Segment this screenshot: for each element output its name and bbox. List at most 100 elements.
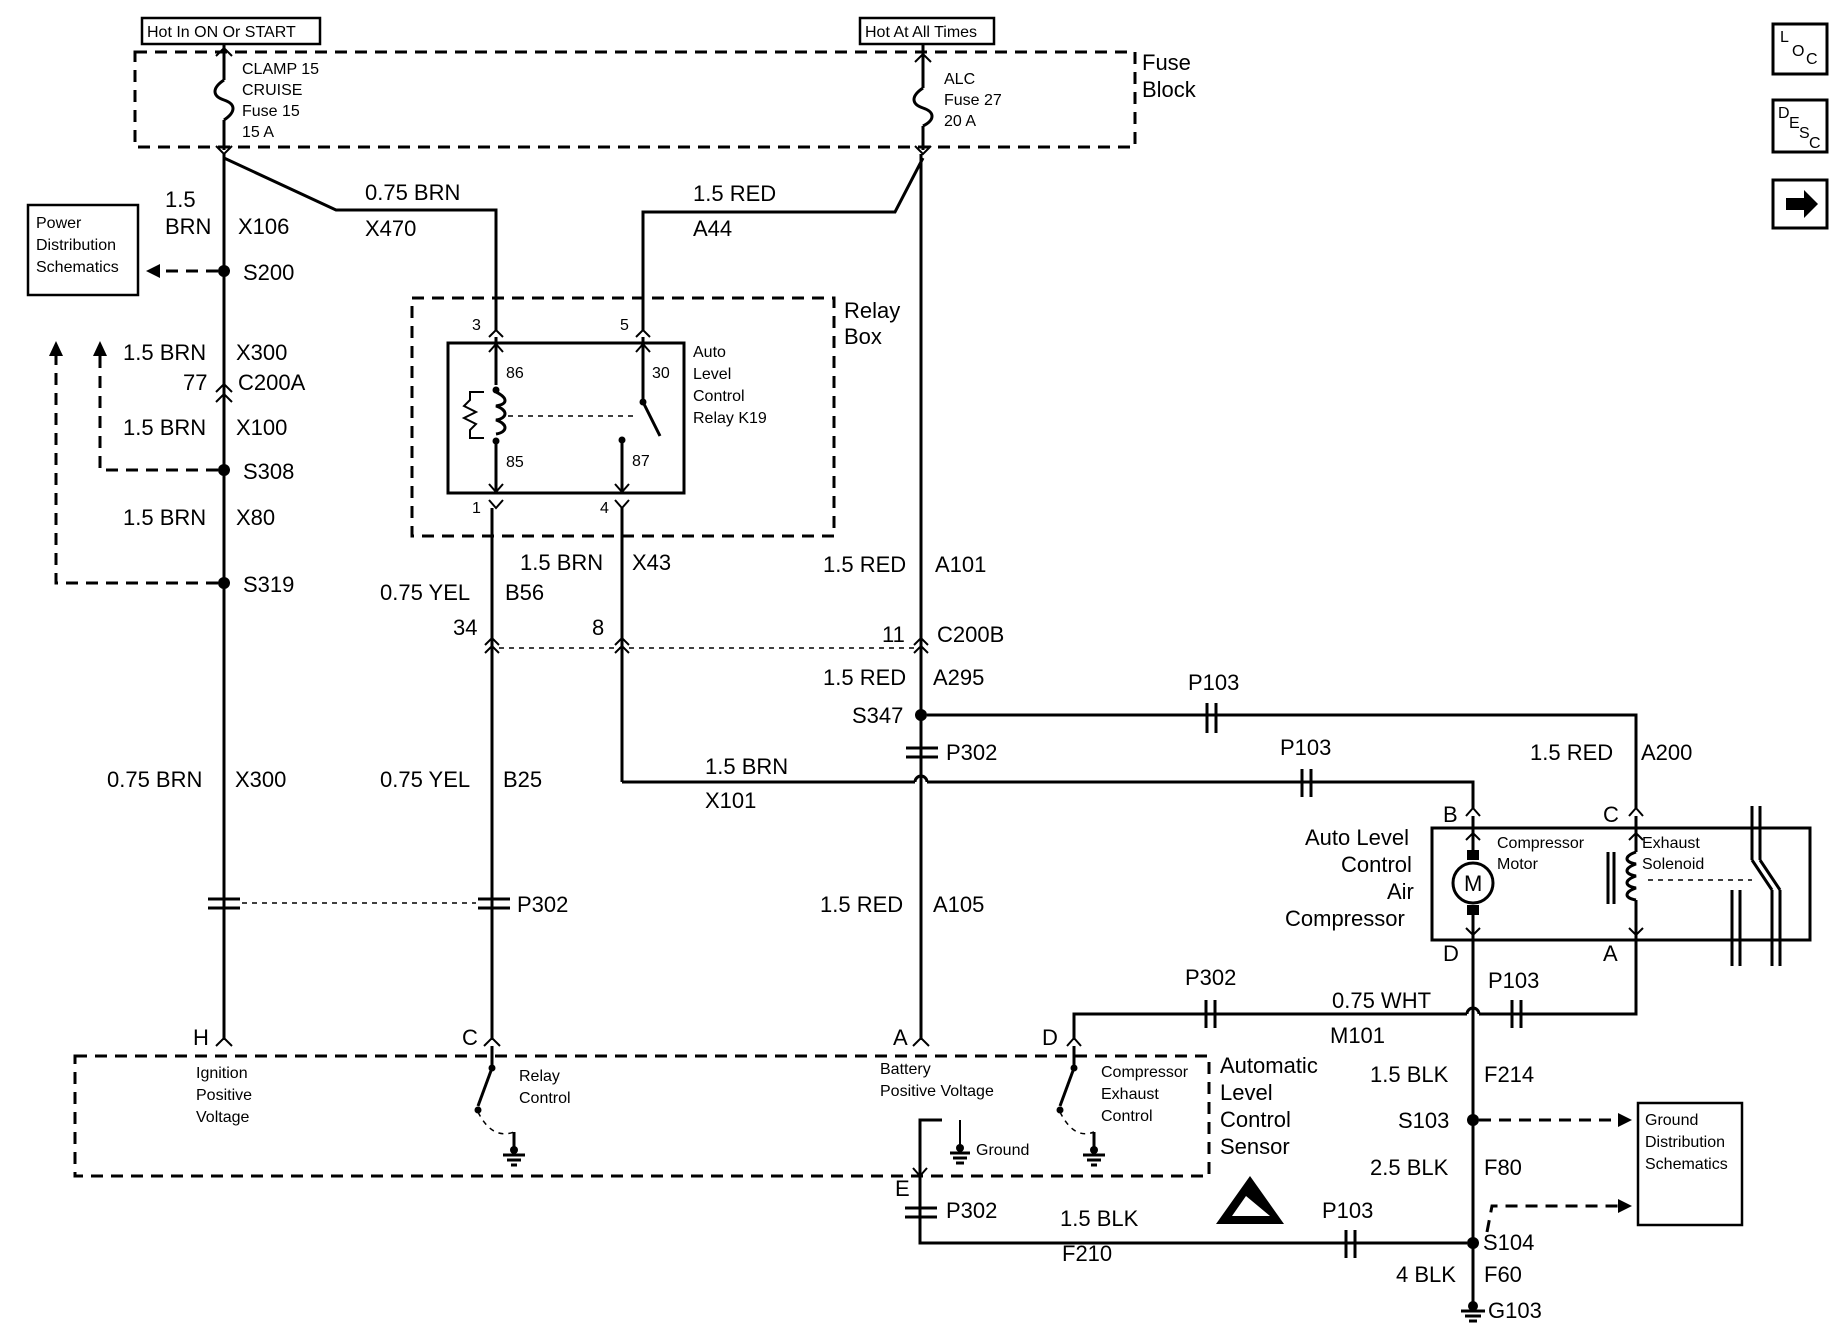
wire-blk-f210 <box>918 1240 1467 1245</box>
compressor-pin-c: C <box>1603 802 1619 827</box>
compressor-title-4: Compressor <box>1285 906 1405 931</box>
fuse-15 <box>213 44 235 156</box>
relay-pin-5-connector <box>635 328 651 338</box>
inline-p302-mid-label: P302 <box>946 740 997 765</box>
splice-s200 <box>218 265 230 277</box>
desc-button[interactable]: D E S C <box>1771 98 1829 154</box>
wire-0-75-wht: 0.75 WHT <box>1332 988 1431 1013</box>
solenoid-label-1: Exhaust <box>1642 835 1700 852</box>
sensor-pin-a: A <box>893 1025 908 1050</box>
pin-c-connector <box>483 1036 501 1047</box>
pin-34: 34 <box>453 615 477 640</box>
loc-button[interactable]: L O C <box>1771 22 1829 76</box>
pin-a-connector <box>912 1036 930 1047</box>
compressor-pin-a: A <box>1603 941 1618 966</box>
battery-line2: Positive Voltage <box>880 1083 994 1100</box>
relay-name-3: Control <box>693 388 745 405</box>
s103-arrow <box>1618 1113 1632 1127</box>
compressor-title-3: Air <box>1387 879 1414 904</box>
compressor-pin-b-connector <box>1465 806 1481 817</box>
relay-pin-3: 3 <box>472 317 481 334</box>
loc-letter-o: O <box>1792 43 1804 60</box>
wire-1-5-red-a105: 1.5 RED <box>820 892 903 917</box>
relay-name-4: Relay K19 <box>693 410 767 427</box>
fuse15-line2: CRUISE <box>242 82 302 99</box>
inline-p302-left-b <box>478 897 510 910</box>
inline-p103-top <box>1205 703 1218 733</box>
pin-8: 8 <box>592 615 604 640</box>
sensor-title-2: Level <box>1220 1080 1273 1105</box>
battery-line1: Battery <box>880 1061 931 1078</box>
c200b-connector-8 <box>614 636 630 654</box>
inline-p103-low-label: P103 <box>1488 968 1539 993</box>
connector-c200a: C200A <box>238 370 306 395</box>
splice-s104-label: S104 <box>1483 1230 1534 1255</box>
inline-p302-left-label: P302 <box>517 892 568 917</box>
circuit-a105: A105 <box>933 892 984 917</box>
wire-1-5-brn-x101: 1.5 BRN <box>705 754 788 779</box>
inline-p302-mid <box>906 746 938 759</box>
relay-pin-5: 5 <box>620 317 629 334</box>
wire-0-75-yel-b25: 0.75 YEL <box>380 767 470 792</box>
desc-letter-d: D <box>1778 105 1790 122</box>
inline-p103-mid-label: P103 <box>1280 735 1331 760</box>
hot-at-all-times-box <box>858 16 996 46</box>
wire-0-75-brn-x470 <box>223 156 498 330</box>
splice-s103-label: S103 <box>1398 1108 1449 1133</box>
pin-h-connector <box>215 1036 233 1047</box>
relay-pin-4: 4 <box>600 500 609 517</box>
inline-p103-low <box>1510 1000 1523 1028</box>
compressor-title-2: Control <box>1341 852 1412 877</box>
power-distribution-line1: Power <box>36 215 82 232</box>
relay-pin-86: 86 <box>506 365 524 382</box>
fuse15-line3: Fuse 15 <box>242 103 300 120</box>
ground-g103 <box>1461 1301 1485 1323</box>
circuit-x43: X43 <box>632 550 671 575</box>
exhaust-solenoid <box>1606 816 1644 946</box>
pin-d-connector <box>1066 1036 1082 1047</box>
sensor-pin-h: H <box>193 1025 209 1050</box>
next-button[interactable] <box>1771 178 1829 230</box>
relay-control-line2: Control <box>519 1090 571 1107</box>
wire-1-5-red-a295: 1.5 RED <box>823 665 906 690</box>
relay-pin-30: 30 <box>652 365 670 382</box>
exhaust-control-line2: Exhaust <box>1101 1086 1159 1103</box>
wire-1-5-blk-f210: 1.5 BLK <box>1060 1206 1139 1231</box>
circuit-a200: A200 <box>1641 740 1692 765</box>
wire-1-5-brn-x80: 1.5 BRN <box>123 505 206 530</box>
sensor-pin-c: C <box>462 1025 478 1050</box>
relay-pin-85: 85 <box>506 454 524 471</box>
relay-switch <box>614 337 662 494</box>
motor-symbol: M <box>1464 871 1482 896</box>
hot-in-on-or-start-box <box>140 16 322 46</box>
inline-p302-low <box>1204 1000 1217 1028</box>
sensor-pin-e: E <box>895 1176 910 1201</box>
connector-c200b: C200B <box>937 622 1004 647</box>
hot-in-on-or-start-label: Hot In ON Or START <box>147 24 296 41</box>
motor-label-1: Compressor <box>1497 835 1585 852</box>
sensor-pin-d: D <box>1042 1025 1058 1050</box>
desc-letter-c: C <box>1809 135 1821 152</box>
loc-letter-c: C <box>1806 51 1818 68</box>
ignition-line3: Voltage <box>196 1109 249 1126</box>
circuit-x300-low: X300 <box>235 767 286 792</box>
wire-0-75-brn-x300: 0.75 BRN <box>107 767 202 792</box>
relay-pin-3-connector <box>488 328 504 338</box>
sensor-title-1: Automatic <box>1220 1053 1318 1078</box>
fuse27-line1: ALC <box>944 71 975 88</box>
sensor-outline <box>73 1054 1211 1178</box>
circuit-x100: X100 <box>236 415 287 440</box>
circuit-x300-top: X300 <box>236 340 287 365</box>
splice-s103 <box>1467 1114 1479 1126</box>
sensor-ground <box>950 1120 970 1165</box>
relay-box-title-2: Box <box>844 324 882 349</box>
compressor-pin-b: B <box>1443 802 1458 827</box>
c200b-connector-34 <box>484 636 500 654</box>
relay-pin-87: 87 <box>632 453 650 470</box>
wire-1-5-red-a101: 1.5 RED <box>823 552 906 577</box>
power-distribution-line2: Distribution <box>36 237 116 254</box>
fuse-block-outline <box>133 50 1137 149</box>
exhaust-control-switch <box>1056 1046 1105 1167</box>
solenoid-label-2: Solenoid <box>1642 856 1704 873</box>
